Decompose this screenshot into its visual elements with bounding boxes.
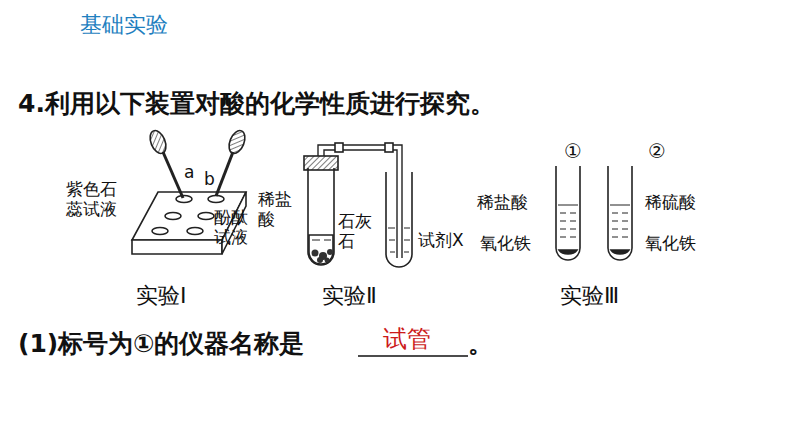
dropper-letter: a xyxy=(184,163,194,183)
callout-number: ② xyxy=(648,140,666,163)
reagent-label: 稀盐酸 xyxy=(258,190,294,229)
reagent-label: 氧化铁 xyxy=(480,234,531,254)
question-text: (1)标号为①的仪器名称是 xyxy=(18,330,304,359)
callout-number: ① xyxy=(564,140,582,163)
question-text: 4.利用以下装置对酸的化学性质进行探究。 xyxy=(18,90,495,119)
experiment-caption: 实验Ⅰ xyxy=(136,283,187,308)
section-heading: 基础实验 xyxy=(80,12,168,37)
answer-text: 试管 xyxy=(383,326,431,354)
dropper-letter: b xyxy=(204,170,215,190)
reagent-label: 试剂X xyxy=(418,231,464,251)
reagent-label: 紫色石蕊试液 xyxy=(66,180,120,219)
reagent-label: 石灰石 xyxy=(338,212,374,251)
reagent-label: 酚酞试液 xyxy=(214,208,250,247)
reagent-label: 氧化铁 xyxy=(645,234,696,254)
reagent-label: 稀硫酸 xyxy=(645,193,696,213)
question-text: 。 xyxy=(468,330,493,359)
experiment-caption: 实验Ⅱ xyxy=(322,283,377,308)
experiment-caption: 实验Ⅲ xyxy=(560,283,619,308)
reagent-label: 稀盐酸 xyxy=(477,193,528,213)
